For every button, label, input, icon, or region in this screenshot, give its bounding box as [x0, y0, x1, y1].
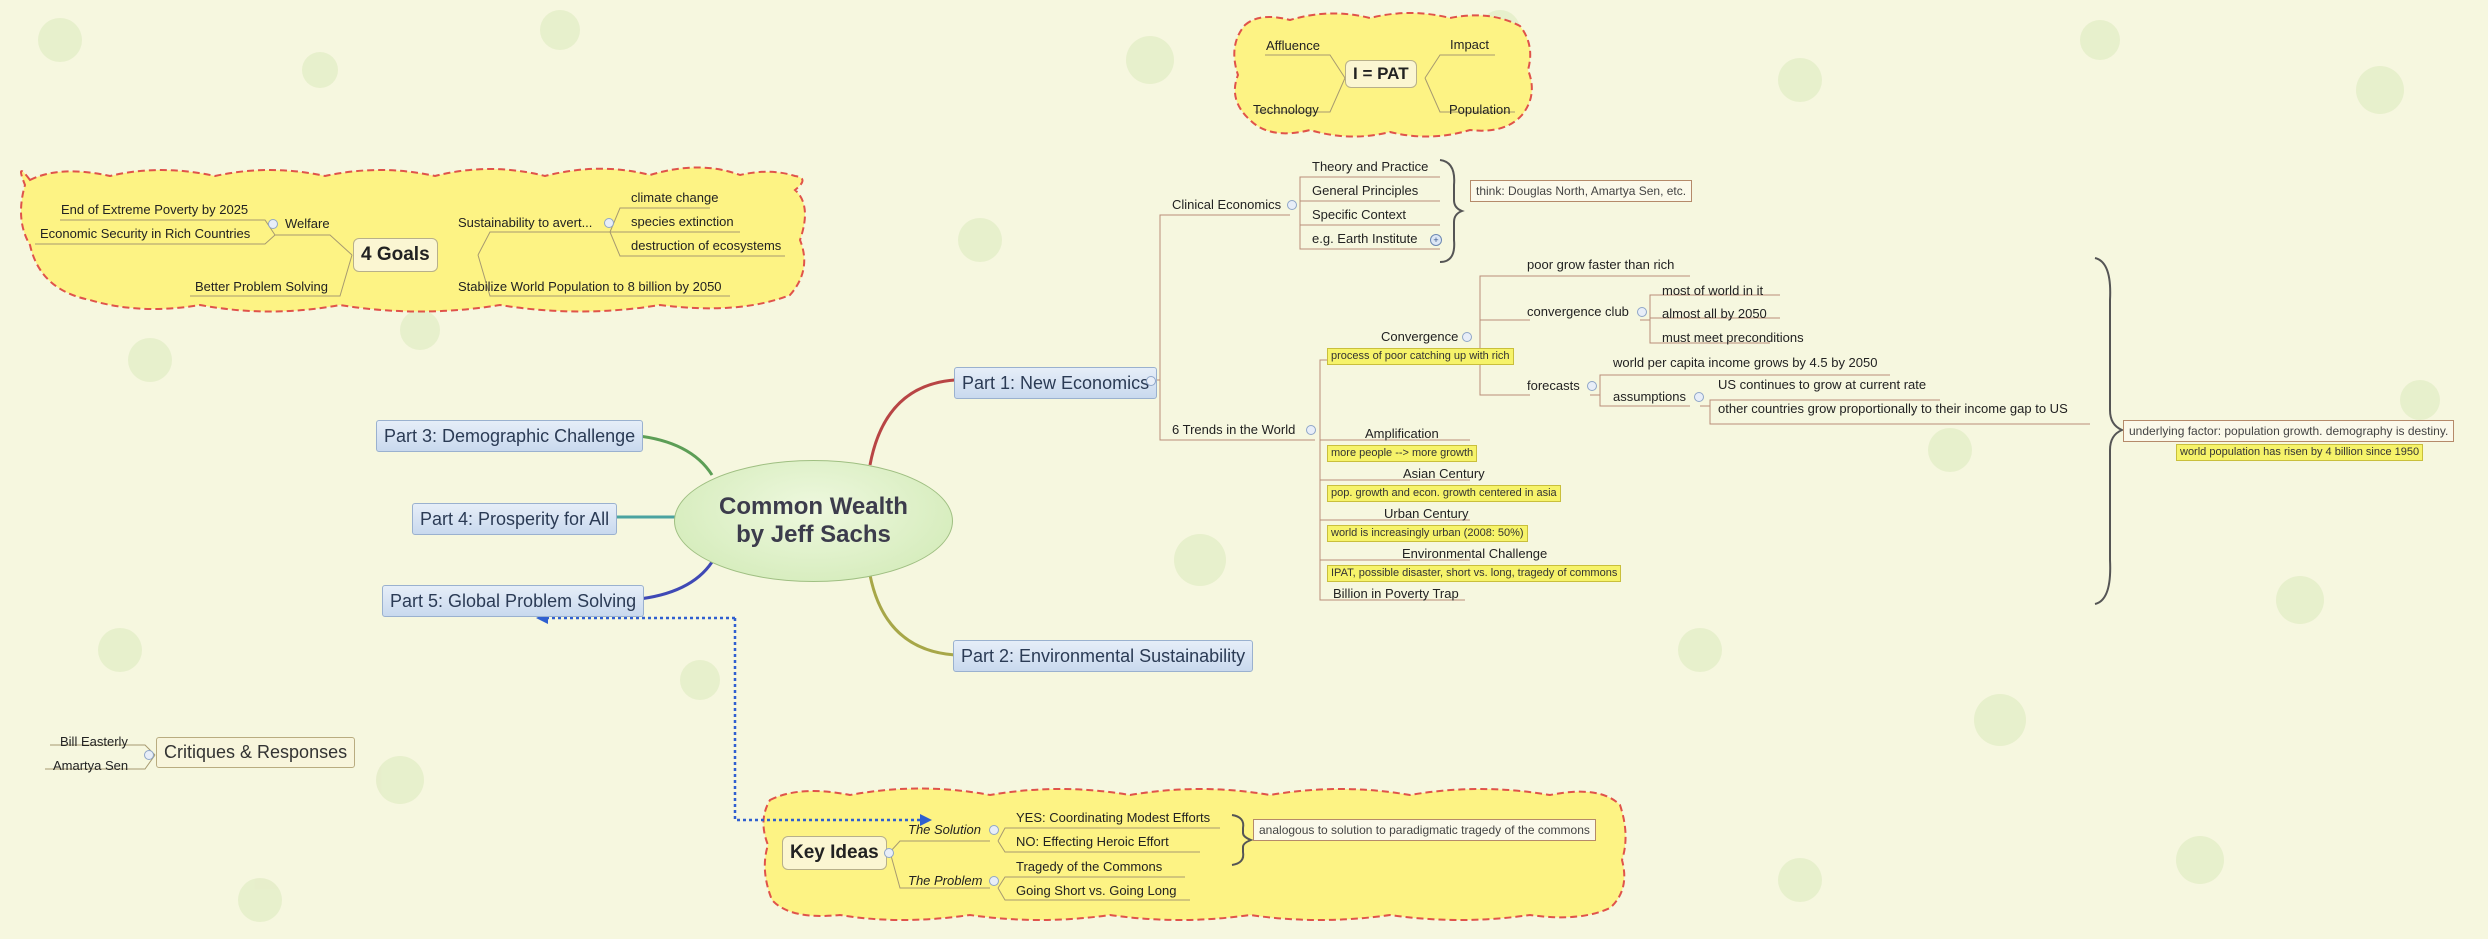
collapse-toggle-solution[interactable] [989, 825, 999, 835]
central-title-line1: Common Wealth [719, 493, 908, 520]
topic-key-ideas[interactable]: Key Ideas [782, 836, 887, 870]
critique-amartya-sen[interactable]: Amartya Sen [53, 758, 129, 773]
topic-poverty-trap[interactable]: Billion in Poverty Trap [1333, 586, 1459, 601]
goal-econ-security[interactable]: Economic Security in Rich Countries [40, 226, 251, 241]
note-amplification: more people --> more growth [1327, 445, 1478, 462]
topic-ipat[interactable]: I = PAT [1345, 60, 1417, 88]
goal-end-poverty[interactable]: End of Extreme Poverty by 2025 [61, 202, 249, 217]
topic-almost-all[interactable]: almost all by 2050 [1662, 306, 1767, 321]
note-population-risen: world population has risen by 4 billion … [2176, 444, 2424, 461]
expand-plus-icon[interactable]: + [1430, 234, 1442, 246]
note-env: IPAT, possible disaster, short vs. long,… [1327, 565, 1622, 582]
topic-part5[interactable]: Part 5: Global Problem Solving [382, 585, 645, 617]
topic-per-capita[interactable]: world per capita income grows by 4.5 by … [1613, 355, 1878, 370]
note-analogous[interactable]: analogous to solution to paradigmatic tr… [1253, 819, 1596, 841]
topic-the-solution[interactable]: The Solution [908, 822, 981, 837]
collapse-toggle-trends[interactable] [1306, 425, 1316, 435]
brace-trends [2094, 257, 2125, 605]
goals-connectors [35, 207, 785, 297]
brace-clinical [1439, 159, 1465, 263]
topic-preconditions[interactable]: must meet preconditions [1662, 330, 1804, 345]
topic-critiques[interactable]: Critiques & Responses [156, 737, 356, 768]
topic-4-goals[interactable]: 4 Goals [353, 238, 438, 272]
topic-poor-faster[interactable]: poor grow faster than rich [1527, 257, 1675, 272]
topic-convergence-club[interactable]: convergence club [1527, 304, 1629, 319]
topic-earth-institute[interactable]: e.g. Earth Institute [1312, 231, 1418, 246]
collapse-toggle-welfare[interactable] [268, 219, 278, 229]
topic-short-long[interactable]: Going Short vs. Going Long [1016, 883, 1177, 898]
topic-forecasts[interactable]: forecasts [1527, 378, 1580, 393]
collapse-toggle-sustainability[interactable] [604, 218, 614, 228]
collapse-toggle-assumptions[interactable] [1694, 392, 1704, 402]
topic-urban-century[interactable]: Urban Century [1384, 506, 1469, 521]
topic-part3[interactable]: Part 3: Demographic Challenge [376, 420, 644, 452]
collapse-toggle-part1[interactable] [1146, 376, 1156, 386]
topic-others-grow[interactable]: other countries grow proportionally to t… [1718, 401, 2068, 416]
topic-tragedy-commons[interactable]: Tragedy of the Commons [1016, 859, 1163, 874]
topic-no-heroic[interactable]: NO: Effecting Heroic Effort [1016, 834, 1169, 849]
topic-convergence[interactable]: Convergence [1381, 329, 1459, 344]
topic-most-world[interactable]: most of world in it [1662, 283, 1764, 298]
central-title-line2: by Jeff Sachs [736, 521, 891, 548]
note-underlying-factor[interactable]: underlying factor: population growth. de… [2123, 420, 2455, 442]
topic-part1[interactable]: Part 1: New Economics [954, 367, 1158, 399]
topic-assumptions[interactable]: assumptions [1613, 389, 1686, 404]
topic-6-trends[interactable]: 6 Trends in the World [1172, 422, 1296, 437]
topic-clinical-economics[interactable]: Clinical Economics [1172, 197, 1282, 212]
note-urban: world is increasingly urban (2008: 50%) [1327, 525, 1528, 542]
topic-asian-century[interactable]: Asian Century [1403, 466, 1485, 481]
key-ideas-connectors [889, 827, 1220, 901]
topic-part4[interactable]: Part 4: Prosperity for All [412, 503, 618, 535]
goal-sustainability[interactable]: Sustainability to avert... [458, 215, 593, 230]
central-topic[interactable]: Common Wealth by Jeff Sachs [674, 460, 953, 582]
collapse-toggle-clinical[interactable] [1287, 200, 1297, 210]
ipat-affluence[interactable]: Affluence [1266, 38, 1320, 53]
goal-stabilize-population[interactable]: Stabilize World Population to 8 billion … [458, 279, 722, 294]
collapse-toggle-problem[interactable] [989, 876, 999, 886]
topic-env-challenge[interactable]: Environmental Challenge [1402, 546, 1548, 561]
collapse-toggle-convergence[interactable] [1462, 332, 1472, 342]
goal-climate-change[interactable]: climate change [631, 190, 719, 205]
relationship-line [733, 618, 925, 822]
ipat-technology[interactable]: Technology [1253, 102, 1319, 117]
critique-bill-easterly[interactable]: Bill Easterly [60, 734, 128, 749]
topic-theory-practice[interactable]: Theory and Practice [1312, 159, 1429, 174]
topic-general-principles[interactable]: General Principles [1312, 183, 1419, 198]
note-asian: pop. growth and econ. growth centered in… [1327, 485, 1561, 502]
goal-welfare[interactable]: Welfare [285, 216, 330, 231]
collapse-toggle-conv-club[interactable] [1637, 307, 1647, 317]
ipat-population[interactable]: Population [1449, 102, 1511, 117]
topic-yes-modest[interactable]: YES: Coordinating Modest Efforts [1016, 810, 1211, 825]
goal-species-extinction[interactable]: species extinction [631, 214, 734, 229]
branch-line-part2 [868, 574, 956, 657]
topic-amplification[interactable]: Amplification [1365, 426, 1439, 441]
note-convergence: process of poor catching up with rich [1327, 348, 1514, 365]
branch-line-part1 [868, 378, 956, 466]
ipat-impact[interactable]: Impact [1450, 37, 1490, 52]
goal-ecosystems[interactable]: destruction of ecosystems [631, 238, 782, 253]
background-leaf-pattern [38, 10, 2440, 922]
topic-us-grow[interactable]: US continues to grow at current rate [1718, 377, 1927, 392]
brace-key-ideas [1231, 814, 1254, 866]
note-think[interactable]: think: Douglas North, Amartya Sen, etc. [1470, 180, 1693, 202]
relationship-arrowhead-end [920, 814, 932, 826]
collapse-toggle-key-ideas[interactable] [884, 848, 894, 858]
ipat-connectors [1255, 54, 1515, 113]
topic-part2[interactable]: Part 2: Environmental Sustainability [953, 640, 1254, 672]
collapse-toggle-critiques[interactable] [144, 750, 154, 760]
topic-specific-context[interactable]: Specific Context [1312, 207, 1406, 222]
goal-better-solving[interactable]: Better Problem Solving [195, 279, 328, 294]
collapse-toggle-forecasts[interactable] [1587, 381, 1597, 391]
topic-the-problem[interactable]: The Problem [908, 873, 983, 888]
